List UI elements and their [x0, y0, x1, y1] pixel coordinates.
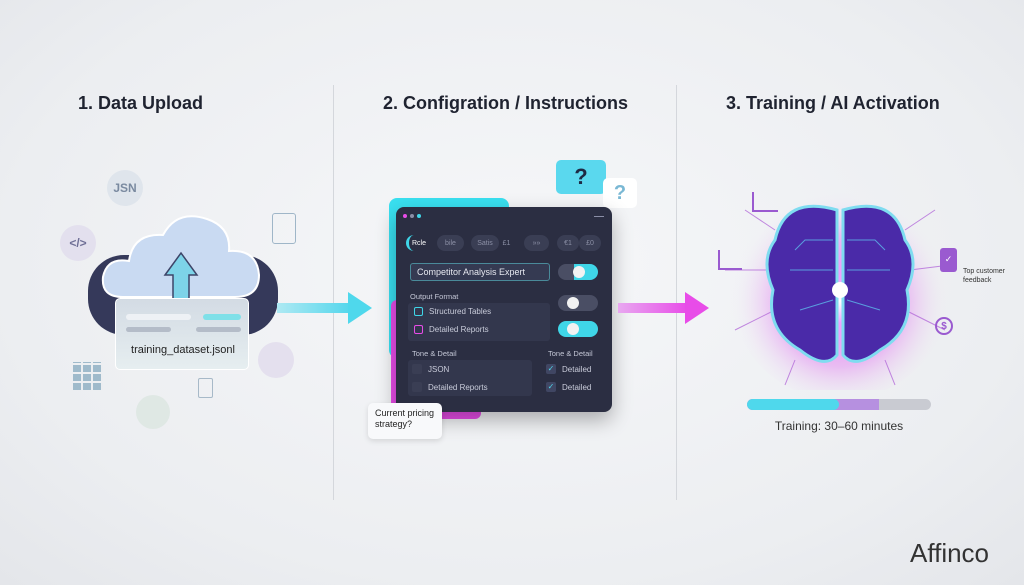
question-bubble: ? [556, 160, 606, 194]
chart-icon [718, 250, 742, 270]
option-structured-tables[interactable]: Structured Tables [414, 307, 491, 316]
toggle[interactable] [558, 295, 598, 311]
chart-icon [752, 192, 778, 212]
question-bubble: ? [603, 178, 637, 208]
workflow-icon [136, 395, 170, 429]
check-detailed[interactable]: ✓Detailed [546, 382, 592, 392]
tab[interactable]: Satis [471, 235, 499, 251]
output-format-label: Output Format [410, 292, 459, 301]
checkbox[interactable] [414, 325, 423, 334]
tab[interactable]: £0 [579, 235, 601, 251]
tab[interactable]: bile [437, 235, 464, 251]
training-progress-bar [747, 399, 931, 410]
search-dollar-icon: $ [935, 317, 953, 335]
tab[interactable]: £1 [502, 239, 511, 247]
table-icon [73, 362, 103, 390]
option-detailed-reports[interactable]: Detailed Reports [414, 325, 489, 334]
printer-icon [258, 342, 294, 378]
checkbox[interactable] [414, 307, 423, 316]
document-icon [272, 213, 296, 244]
file-card: training_dataset.jsonl [115, 298, 249, 370]
step-1-title: 1. Data Upload [78, 93, 204, 113]
tab[interactable]: »» [524, 235, 549, 251]
tone-label: Tone & Detail [548, 349, 593, 358]
feedback-label: Top customer feedback [963, 268, 1006, 284]
check-icon: ✓ [546, 364, 556, 374]
toggle[interactable] [558, 321, 598, 337]
code-icon: </> [60, 225, 96, 261]
divider [676, 85, 677, 500]
option-json[interactable]: JSON [412, 364, 449, 374]
tab-role[interactable]: Rcle [406, 235, 429, 251]
step-3-title: 3. Training / AI Activation [726, 93, 940, 113]
brand-logo: Affinco [910, 538, 990, 568]
check-icon: ✓ [546, 382, 556, 392]
role-toggle[interactable] [558, 264, 598, 280]
step-2-title: 2. Configration / Instructions [383, 93, 629, 113]
divider [333, 85, 334, 500]
option-detailed-reports[interactable]: Detailed Reports [412, 382, 488, 392]
arrow-right-icon [685, 292, 709, 324]
arrow-connector [277, 303, 352, 313]
tone-label: Tone & Detail [412, 349, 457, 358]
check-detailed[interactable]: ✓Detailed [546, 364, 592, 374]
training-duration: Training: 30–60 minutes [774, 419, 904, 433]
ai-brain-icon [725, 180, 951, 390]
checklist-icon: ✓ [940, 248, 957, 272]
cloud-upload-icon [88, 215, 278, 335]
file-name: training_dataset.jsonl [131, 344, 235, 356]
tab[interactable]: €1 [557, 235, 579, 251]
json-badge: JSN [107, 170, 143, 206]
arrow-right-icon [348, 292, 372, 324]
chat-bubble: Current pricing strategy? [368, 403, 442, 439]
arrow-connector [618, 303, 688, 313]
role-input[interactable]: Competitor Analysis Expert [410, 263, 550, 281]
config-panel: Rcle bile Satis £1 »» €1 £0 Competitor A… [396, 207, 612, 412]
document-icon [198, 378, 213, 398]
